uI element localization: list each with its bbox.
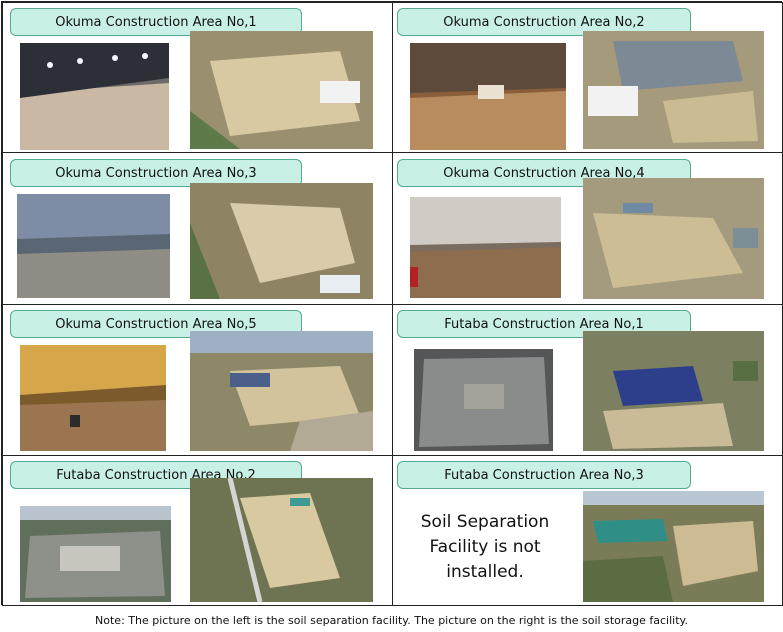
area-label: Futaba Construction Area No,3 <box>397 461 691 489</box>
soil-separation-facility-photo <box>20 43 169 150</box>
cell-okuma-3: Okuma Construction Area No,3 <box>2 152 393 305</box>
footnote: Note: The picture on the left is the soi… <box>95 614 688 627</box>
cell-futaba-1: Futaba Construction Area No,1 <box>392 304 783 456</box>
cell-okuma-1: Okuma Construction Area No,1 <box>2 2 393 153</box>
soil-separation-facility-photo <box>20 506 171 602</box>
soil-storage-facility-photo <box>190 31 373 149</box>
cell-okuma-2: Okuma Construction Area No,2 <box>392 2 783 153</box>
soil-storage-facility-photo <box>583 331 764 451</box>
area-label: Okuma Construction Area No,1 <box>10 8 302 36</box>
cell-futaba-2: Futaba Construction Area No,2 <box>2 455 393 606</box>
soil-separation-facility-photo <box>410 43 566 150</box>
soil-separation-facility-photo <box>410 197 561 298</box>
soil-separation-facility-photo <box>17 194 170 298</box>
soil-storage-facility-photo <box>190 331 373 451</box>
soil-separation-facility-photo <box>20 345 166 451</box>
soil-storage-facility-photo <box>190 183 373 299</box>
soil-storage-facility-photo <box>583 31 764 149</box>
soil-storage-facility-photo <box>583 178 764 299</box>
area-label: Okuma Construction Area No,5 <box>10 310 302 338</box>
soil-storage-facility-photo <box>190 478 373 602</box>
cell-okuma-4: Okuma Construction Area No,4 <box>392 152 783 305</box>
facility-grid: Okuma Construction Area No,1 Okuma Const… <box>1 1 783 606</box>
area-label: Okuma Construction Area No,4 <box>397 159 691 187</box>
soil-storage-facility-photo <box>583 491 764 602</box>
no-soil-separation-facility-text: Soil Separation Facility is not installe… <box>420 512 550 582</box>
cell-okuma-5: Okuma Construction Area No,5 <box>2 304 393 456</box>
soil-separation-facility-photo <box>414 349 553 451</box>
area-label: Okuma Construction Area No,2 <box>397 8 691 36</box>
area-label: Okuma Construction Area No,3 <box>10 159 302 187</box>
cell-futaba-3: Futaba Construction Area No,3 Soil Separ… <box>392 455 783 606</box>
